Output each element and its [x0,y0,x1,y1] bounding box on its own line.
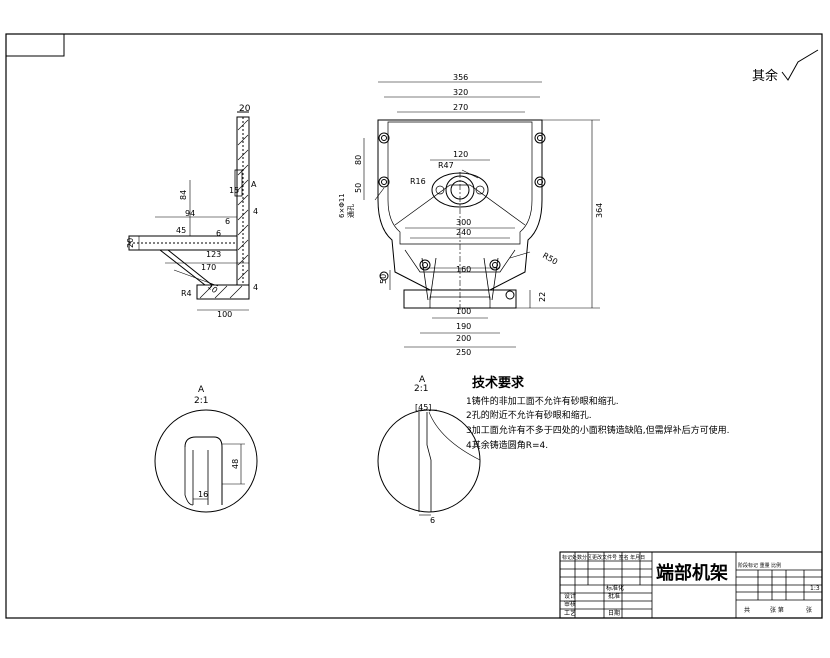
dim-side-4b: 4 [253,283,258,292]
dim-front-240: 240 [456,228,471,237]
detail-left-dim-16: 16 [198,490,208,499]
detail-left-scale: 2:1 [194,396,208,406]
dim-front-r16: R16 [410,177,426,186]
dim-side-6: 6 [225,217,230,226]
dim-front-100: 100 [456,307,471,316]
title-block-standardize: 标准化 [606,584,624,592]
dim-front-200: 200 [456,334,471,343]
dim-side-20: 20 [239,104,251,114]
detail-right-scale: 2:1 [414,384,428,394]
dim-side-4a: 4 [253,207,258,216]
front-view [363,81,600,348]
dim-side-84: 84 [179,190,188,200]
dim-side-r4: R4 [181,289,192,298]
title-block-sheet-total: 共 [744,606,750,614]
dim-front-250: 250 [456,348,471,357]
title-block-date: 日期 [608,609,620,617]
dim-front-22: 22 [538,292,547,302]
tech-requirement-3: 3加工面允许有不多于四处的小面积铸造缺陷,但需焊补后方可使用. [466,424,729,436]
dim-side-20b: 20 [126,238,135,248]
dim-side-170: 170 [201,263,216,272]
dim-front-50b: 50 [379,274,388,284]
dim-side-100: 100 [217,310,232,319]
title-block-change-row: 标记处数分区更改文件号 签名 年月日 [562,554,645,561]
detail-left-title: A [198,385,205,395]
tech-requirement-2: 2孔的附近不允许有砂眼和缩孔. [466,409,592,421]
detail-right-dim-6: 6 [430,516,435,525]
title-block-check: 审核 [564,600,576,608]
dim-front-160: 160 [456,265,471,274]
dim-side-6b: 6 [216,229,221,238]
dim-front-hole: 6×Φ11 [338,193,346,218]
detail-right [377,409,481,516]
finish-note: 其余 [752,68,778,84]
dim-front-270: 270 [453,103,468,112]
dim-front-190: 190 [456,322,471,331]
dim-side-45: 45 [176,226,186,235]
title-block-approve: 批准 [608,592,620,600]
dim-front-356: 356 [453,73,468,82]
tech-requirement-4: 4其余铸造圆角R=4. [466,439,548,451]
title-block-sheet-label: 张 第 [770,606,784,614]
title-block-sheet-of: 张 [806,606,812,614]
dim-front-r50: R50 [541,251,559,267]
dim-side-10: 10 [206,282,220,295]
side-view [128,111,250,311]
dim-side-123: 123 [206,250,221,259]
dim-front-hole-through: 通孔 [346,204,355,218]
dim-side-15: 15 [229,186,239,195]
label-side-a: A [251,180,257,189]
tech-requirements-heading: 技术要求 [472,375,525,391]
outer-border [5,33,823,619]
title-block-design: 设计 [564,592,576,600]
title-block [559,551,823,619]
dim-front-364: 364 [595,203,604,218]
detail-right-dim-angle: [45] [415,403,431,412]
title-block-scale: 1:3 [810,585,820,592]
dim-front-320: 320 [453,88,468,97]
dim-front-80: 80 [354,155,363,165]
tech-requirement-1: 1铸件的非加工面不允许有砂眼和缩孔. [466,395,619,407]
dim-front-300: 300 [456,218,471,227]
corner-box [5,33,65,57]
detail-left [154,409,258,513]
title-block-stage-header: 阶段标记 重量 比例 [738,562,781,569]
title-block-process: 工艺 [564,609,576,617]
dim-front-r47: R47 [438,161,454,170]
dim-side-94: 94 [185,209,195,218]
roughness-symbol-icon [781,49,819,81]
detail-left-dim-48: 48 [231,459,240,469]
detail-right-title: A [419,375,426,385]
drawing-title: 端部机架 [656,562,728,584]
dim-front-50: 50 [354,183,363,193]
dim-front-120: 120 [453,150,468,159]
